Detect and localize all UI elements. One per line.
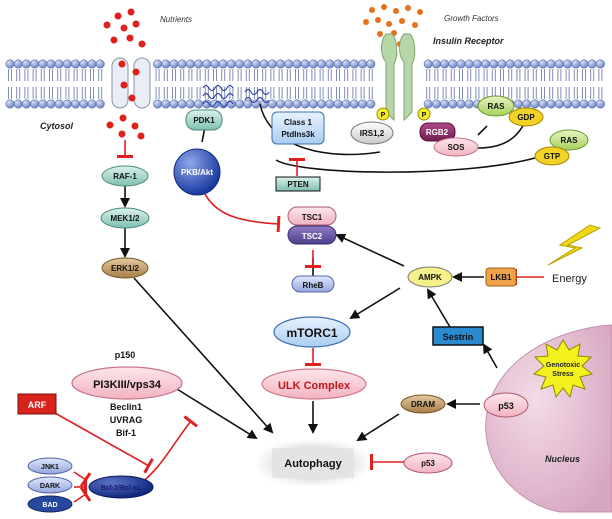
raf1-node: RAF-1: [101, 165, 149, 187]
activation-arrows: [120, 103, 536, 442]
sestrin-node: Sestrin: [432, 326, 484, 346]
nucleus-label: Nucleus: [545, 454, 580, 464]
genotoxic-stress-label: Genotoxic: [546, 362, 580, 369]
svg-text:RheB: RheB: [303, 281, 324, 290]
svg-text:mTORC1: mTORC1: [286, 326, 337, 340]
class1-ptdins3k-node: Class 1 PtdIns3k: [271, 111, 325, 145]
autophagy-node: Autophagy: [258, 440, 368, 486]
svg-text:LKB1: LKB1: [491, 273, 512, 282]
svg-text:TSC1: TSC1: [302, 213, 323, 222]
bcl2-node: Bcl-2/Bcl-xL: [88, 475, 154, 499]
pten-node: PTEN: [275, 176, 321, 192]
svg-text:Autophagy: Autophagy: [284, 458, 342, 470]
insulin-receptor: [381, 33, 416, 122]
svg-text:Bcl-2/Bcl-xL: Bcl-2/Bcl-xL: [101, 485, 142, 492]
svg-text:IRS1,2: IRS1,2: [360, 129, 385, 138]
p53-nucleus-node: p53: [483, 392, 529, 418]
lkb1-node: LKB1: [485, 267, 517, 287]
svg-text:JNK1: JNK1: [41, 464, 59, 471]
mek-node: MEK1/2: [100, 207, 150, 229]
svg-text:RAS: RAS: [488, 102, 506, 111]
svg-text:PTEN: PTEN: [287, 180, 309, 189]
svg-text:PKB/Akt: PKB/Akt: [181, 168, 213, 177]
svg-text:RAS: RAS: [561, 136, 579, 145]
uvrag-label: UVRAG: [110, 415, 143, 425]
svg-text:p53: p53: [498, 401, 514, 411]
svg-text:RAF-1: RAF-1: [113, 172, 137, 181]
genotoxic-stress-label-2: Stress: [552, 371, 574, 378]
svg-text:PI3KIII/vps34: PI3KIII/vps34: [93, 379, 162, 391]
svg-text:Sestrin: Sestrin: [443, 332, 474, 342]
nutrients-label: Nutrients: [160, 15, 192, 24]
pdk1-node: PDK1: [185, 109, 223, 131]
energy-lightning-icon: [547, 224, 602, 266]
sos-node: SOS: [433, 137, 479, 157]
tsc-complex-node: TSC1 TSC2: [287, 206, 337, 245]
ras-gdp-node: RAS GDP: [477, 95, 544, 127]
svg-text:GTP: GTP: [544, 152, 561, 161]
svg-text:ARF: ARF: [28, 400, 47, 410]
svg-text:TSC2: TSC2: [302, 232, 323, 241]
p53-cytosol-node: p53: [403, 452, 453, 474]
growth-factor-dots: [363, 4, 423, 47]
svg-text:P: P: [381, 112, 386, 119]
svg-text:SOS: SOS: [448, 143, 466, 152]
ras-gtp-node: RAS GTP: [534, 129, 589, 166]
svg-text:Class 1: Class 1: [284, 118, 313, 127]
svg-text:AMPK: AMPK: [418, 273, 442, 282]
svg-text:BAD: BAD: [42, 502, 57, 509]
growth-factors-label: Growth Factors: [444, 14, 499, 23]
nutrient-dots: [103, 8, 146, 140]
svg-text:RGB2: RGB2: [426, 128, 449, 137]
dark-node: DARK: [27, 476, 73, 494]
svg-text:p53: p53: [421, 459, 435, 468]
svg-text:GDP: GDP: [517, 113, 535, 122]
p150-label: p150: [115, 350, 136, 360]
ampk-node: AMPK: [407, 266, 453, 288]
mtorc1-node: mTORC1: [273, 316, 351, 348]
pi3k-vps34-node: PI3KIII/vps34: [71, 366, 183, 400]
bad-node: BAD: [27, 495, 73, 513]
phosphate-right: P: [417, 107, 431, 121]
erk-node: ERK1/2: [101, 257, 149, 279]
cytosol-label: Cytosol: [40, 121, 74, 131]
svg-text:DARK: DARK: [40, 483, 60, 490]
genotoxic-stress-burst: [532, 339, 594, 399]
svg-text:PDK1: PDK1: [193, 116, 215, 125]
svg-text:PtdIns3k: PtdIns3k: [281, 130, 315, 139]
phosphate-left: P: [376, 107, 390, 121]
energy-label: Energy: [552, 273, 587, 285]
svg-text:DRAM: DRAM: [411, 400, 435, 409]
irs-node: IRS1,2: [350, 121, 394, 145]
svg-text:ULK Complex: ULK Complex: [278, 380, 351, 392]
svg-text:P: P: [422, 112, 427, 119]
bif1-label: Bif-1: [116, 428, 136, 438]
cell-membrane: [5, 59, 605, 109]
ulk-complex-node: ULK Complex: [261, 368, 367, 400]
rgb2-node: RGB2: [419, 122, 456, 142]
beclin1-label: Beclin1: [110, 402, 142, 412]
svg-text:ERK1/2: ERK1/2: [111, 264, 140, 273]
rheb-node: RheB: [291, 275, 335, 293]
pip3-coils: [202, 84, 270, 108]
svg-text:MEK1/2: MEK1/2: [111, 214, 140, 223]
arf-node: ARF: [17, 393, 57, 415]
insulin-receptor-label: Insulin Receptor: [433, 36, 504, 46]
pkb-akt-node: PKB/Akt: [173, 148, 221, 196]
jnk1-node: JNK1: [27, 457, 73, 475]
dram-node: DRAM: [400, 394, 446, 414]
